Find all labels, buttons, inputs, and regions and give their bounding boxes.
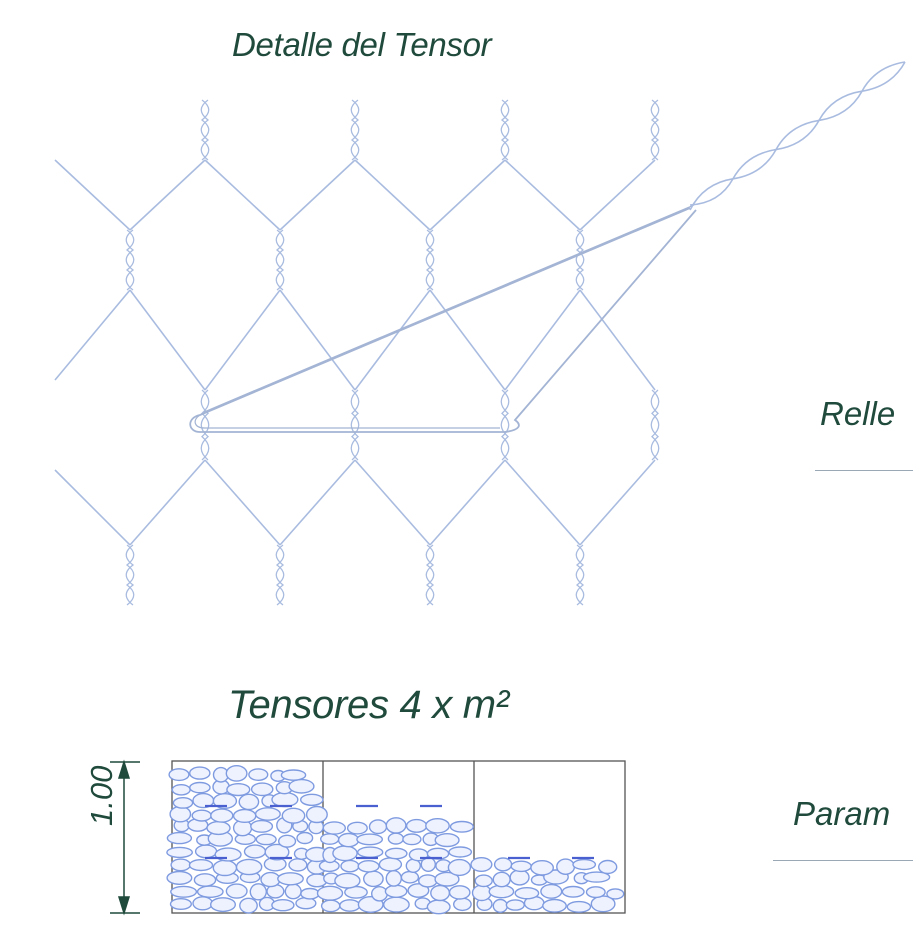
tensores-title: Tensores 4 x m²: [228, 683, 509, 727]
wire-mesh: [54, 99, 660, 606]
stone-fill: [166, 765, 625, 915]
tensor-marks: [205, 804, 594, 860]
relleno-label: Relle: [820, 395, 896, 432]
dimension-label: 1.00: [84, 765, 119, 826]
detail-title: Detalle del Tensor: [232, 26, 492, 63]
tensor-wire: [189, 204, 697, 433]
paramento-underline: [773, 860, 913, 861]
paramento-label: Param: [793, 795, 891, 832]
relleno-underline: [815, 470, 913, 471]
twisted-wire-end: [689, 61, 906, 211]
dimension-line: [110, 759, 140, 916]
